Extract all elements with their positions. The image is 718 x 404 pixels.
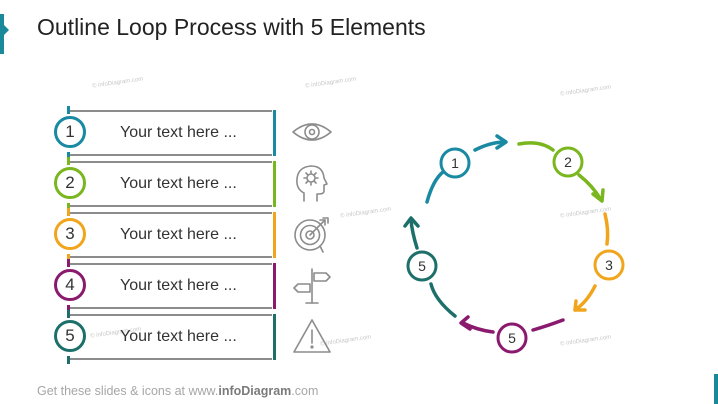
cycle-arrowhead-4 xyxy=(459,315,472,331)
signpost-icon xyxy=(290,265,334,305)
cycle-arrowhead-1 xyxy=(495,134,508,150)
step-row-3: 3 Your text here ... xyxy=(54,208,276,262)
step-connector xyxy=(67,356,70,364)
cycle-node-label: 3 xyxy=(605,257,613,273)
footer-prefix: Get these slides & icons at www. xyxy=(37,384,219,398)
corner-accent-bar xyxy=(714,374,718,404)
step-connector xyxy=(67,152,70,160)
step-color-bar xyxy=(273,161,276,207)
cycle-arc-2 xyxy=(517,141,555,152)
step-connector xyxy=(67,203,70,211)
title-accent-bar xyxy=(0,14,9,54)
step-connector xyxy=(67,157,70,165)
step-color-bar xyxy=(273,110,276,156)
eye-icon xyxy=(290,112,334,152)
step-box xyxy=(68,110,272,156)
step-row-1: 1 Your text here ... xyxy=(54,106,276,160)
cycle-arc-3b xyxy=(573,284,597,312)
step-text: Your text here ... xyxy=(120,175,237,192)
loop-cycle-diagram: 1 2 3 5 5 xyxy=(403,134,625,354)
step-connector xyxy=(67,259,70,267)
cycle-node-4: 5 xyxy=(496,322,528,354)
cycle-arc-3 xyxy=(603,212,610,246)
cycle-node-5: 5 xyxy=(406,250,438,282)
cycle-node-label: 5 xyxy=(508,330,516,346)
step-number-circle: 1 xyxy=(54,116,86,148)
step-color-bar xyxy=(273,263,276,309)
cycle-arc-1 xyxy=(425,170,445,204)
step-text: Your text here ... xyxy=(120,226,237,243)
step-box xyxy=(68,161,272,207)
step-connector xyxy=(67,305,70,313)
step-number-circle: 5 xyxy=(54,320,86,352)
cycle-node-label: 1 xyxy=(451,155,459,171)
step-number-circle: 2 xyxy=(54,167,86,199)
step-number-circle: 4 xyxy=(54,269,86,301)
step-connector xyxy=(67,254,70,262)
step-row-2: 2 Your text here ... xyxy=(54,157,276,211)
step-connector xyxy=(67,208,70,216)
cycle-node-label: 5 xyxy=(418,258,426,274)
cycle-arrowhead-5 xyxy=(403,216,420,228)
cycle-arrowhead-2 xyxy=(591,188,605,203)
watermark: © infoDiagram.com xyxy=(91,76,144,90)
step-number-circle: 3 xyxy=(54,218,86,250)
cycle-node-2: 2 xyxy=(552,146,584,178)
step-color-bar xyxy=(273,212,276,258)
footer-text: Get these slides & icons at www.infoDiag… xyxy=(37,384,318,398)
step-box xyxy=(68,263,272,309)
step-text: Your text here ... xyxy=(120,328,237,345)
step-text: Your text here ... xyxy=(120,277,237,294)
footer-brand: infoDiagram xyxy=(218,384,292,398)
step-color-bar xyxy=(273,314,276,360)
step-text: Your text here ... xyxy=(120,124,237,141)
step-connector xyxy=(67,310,70,318)
step-box xyxy=(68,314,272,360)
cycle-node-label: 2 xyxy=(564,154,572,170)
slide-title: Outline Loop Process with 5 Elements xyxy=(37,14,426,40)
watermark: © infoDiagram.com xyxy=(304,76,357,90)
step-box xyxy=(68,212,272,258)
step-connector xyxy=(67,106,70,114)
cycle-node-3: 3 xyxy=(593,249,625,281)
step-row-4: 4 Your text here ... xyxy=(54,259,276,313)
footer-suffix: .com xyxy=(291,384,319,398)
cycle-arc-1b xyxy=(473,140,507,152)
cycle-node-1: 1 xyxy=(439,147,471,179)
step-row-5: 5 Your text here ... xyxy=(54,310,276,364)
cycle-arc-4 xyxy=(531,318,565,332)
warning-triangle-icon xyxy=(290,316,334,356)
watermark: © infoDiagram.com xyxy=(559,84,612,98)
cycle-arc-5 xyxy=(429,282,457,318)
watermark: © infoDiagram.com xyxy=(339,206,392,220)
cycle-arc-5b xyxy=(409,218,419,250)
target-arrow-icon xyxy=(290,214,334,254)
head-gear-icon xyxy=(290,163,334,203)
cycle-arrowhead-3 xyxy=(573,299,587,312)
